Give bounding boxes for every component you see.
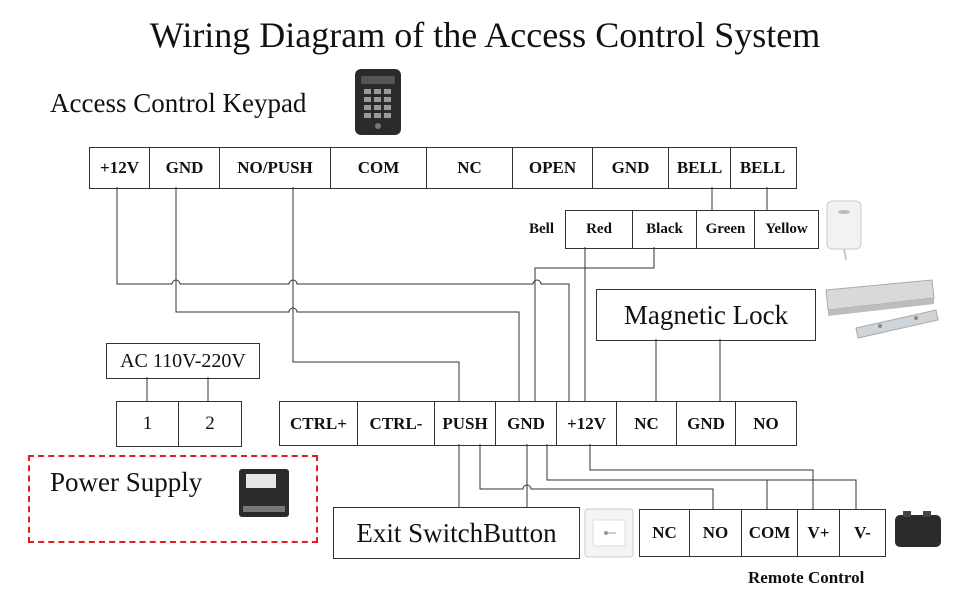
power-supply-label: Power Supply (50, 467, 203, 497)
diagram-title: Wiring Diagram of the Access Control Sys… (149, 15, 821, 55)
keypad-terminal-bell-2: BELL (739, 158, 786, 177)
keypad-label: Access Control Keypad (50, 88, 307, 118)
exit-button-icon (584, 508, 634, 558)
ac-input-label: AC 110V-220V (120, 349, 246, 372)
wire-remote-com (546, 444, 768, 509)
bell-terminal-yellow: Yellow (765, 221, 808, 237)
remote-terminal-vplus: V+ (798, 510, 840, 556)
ps-terminal-nc: NC (617, 402, 677, 445)
bell-label: Bell (529, 221, 554, 237)
power-supply-icon (239, 469, 289, 517)
keypad-terminal-bell-1: BELL (669, 148, 731, 188)
power-supply-terminal-strip: CTRL+ CTRL- PUSH GND +12V NC GND NO (279, 401, 797, 446)
bell-terminal-black: Black (633, 211, 697, 248)
bell-terminal-red: Red (566, 211, 633, 248)
wire-remote-vplus (589, 444, 814, 509)
ac-input-box: AC 110V-220V (106, 343, 260, 379)
bell-icon (826, 200, 862, 261)
remote-terminal-vminus: V- (854, 523, 871, 542)
ac-terminal-strip: 1 2 (116, 401, 242, 447)
remote-terminal-no: NO (690, 510, 742, 556)
wire-keypad-gnd (175, 187, 520, 401)
bell-terminal-green: Green (697, 211, 755, 248)
wire-keypad-12v (116, 187, 570, 401)
wire-keypad-push (292, 187, 460, 401)
remote-receiver-icon (895, 511, 941, 547)
keypad-terminal-gnd: GND (150, 148, 220, 188)
exit-switch-label: Exit SwitchButton (356, 517, 557, 548)
magnetic-lock-box: Magnetic Lock (596, 289, 816, 341)
magnetic-lock-icon (825, 279, 939, 339)
remote-control-label: Remote Control (748, 568, 865, 587)
remote-terminal-com: COM (742, 510, 798, 556)
wire-bell-black (534, 247, 655, 401)
wire-remote-no (479, 444, 714, 509)
keypad-icon (355, 69, 401, 135)
ps-terminal-gnd-2: GND (677, 402, 736, 445)
ac-terminal-1: 1 (117, 402, 179, 446)
magnetic-lock-label: Magnetic Lock (623, 299, 789, 330)
ps-terminal-ctrl-plus: CTRL+ (280, 402, 358, 445)
remote-terminal-strip: NC NO COM V+ V- (639, 509, 886, 557)
keypad-terminal-open: OPEN (513, 148, 593, 188)
wire-remote-vminus (767, 479, 857, 509)
keypad-terminal-gnd-2: GND (593, 148, 669, 188)
keypad-terminal-nc: NC (427, 148, 513, 188)
ps-terminal-ctrl-minus: CTRL- (358, 402, 435, 445)
power-supply-area (28, 455, 318, 543)
keypad-terminal-com: COM (331, 148, 427, 188)
ps-terminal-12v: +12V (557, 402, 617, 445)
ps-terminal-gnd: GND (496, 402, 557, 445)
keypad-terminal-12v: +12V (90, 148, 150, 188)
remote-terminal-nc: NC (640, 510, 690, 556)
ac-terminal-2: 2 (205, 413, 215, 434)
exit-switch-box: Exit SwitchButton (333, 507, 580, 559)
ps-terminal-no: NO (753, 413, 779, 433)
ps-terminal-push: PUSH (435, 402, 496, 445)
keypad-terminal-strip: +12V GND NO/PUSH COM NC OPEN GND BELL BE… (89, 147, 797, 189)
bell-terminal-strip: Red Black Green Yellow (565, 210, 819, 249)
keypad-terminal-no-push: NO/PUSH (220, 148, 331, 188)
